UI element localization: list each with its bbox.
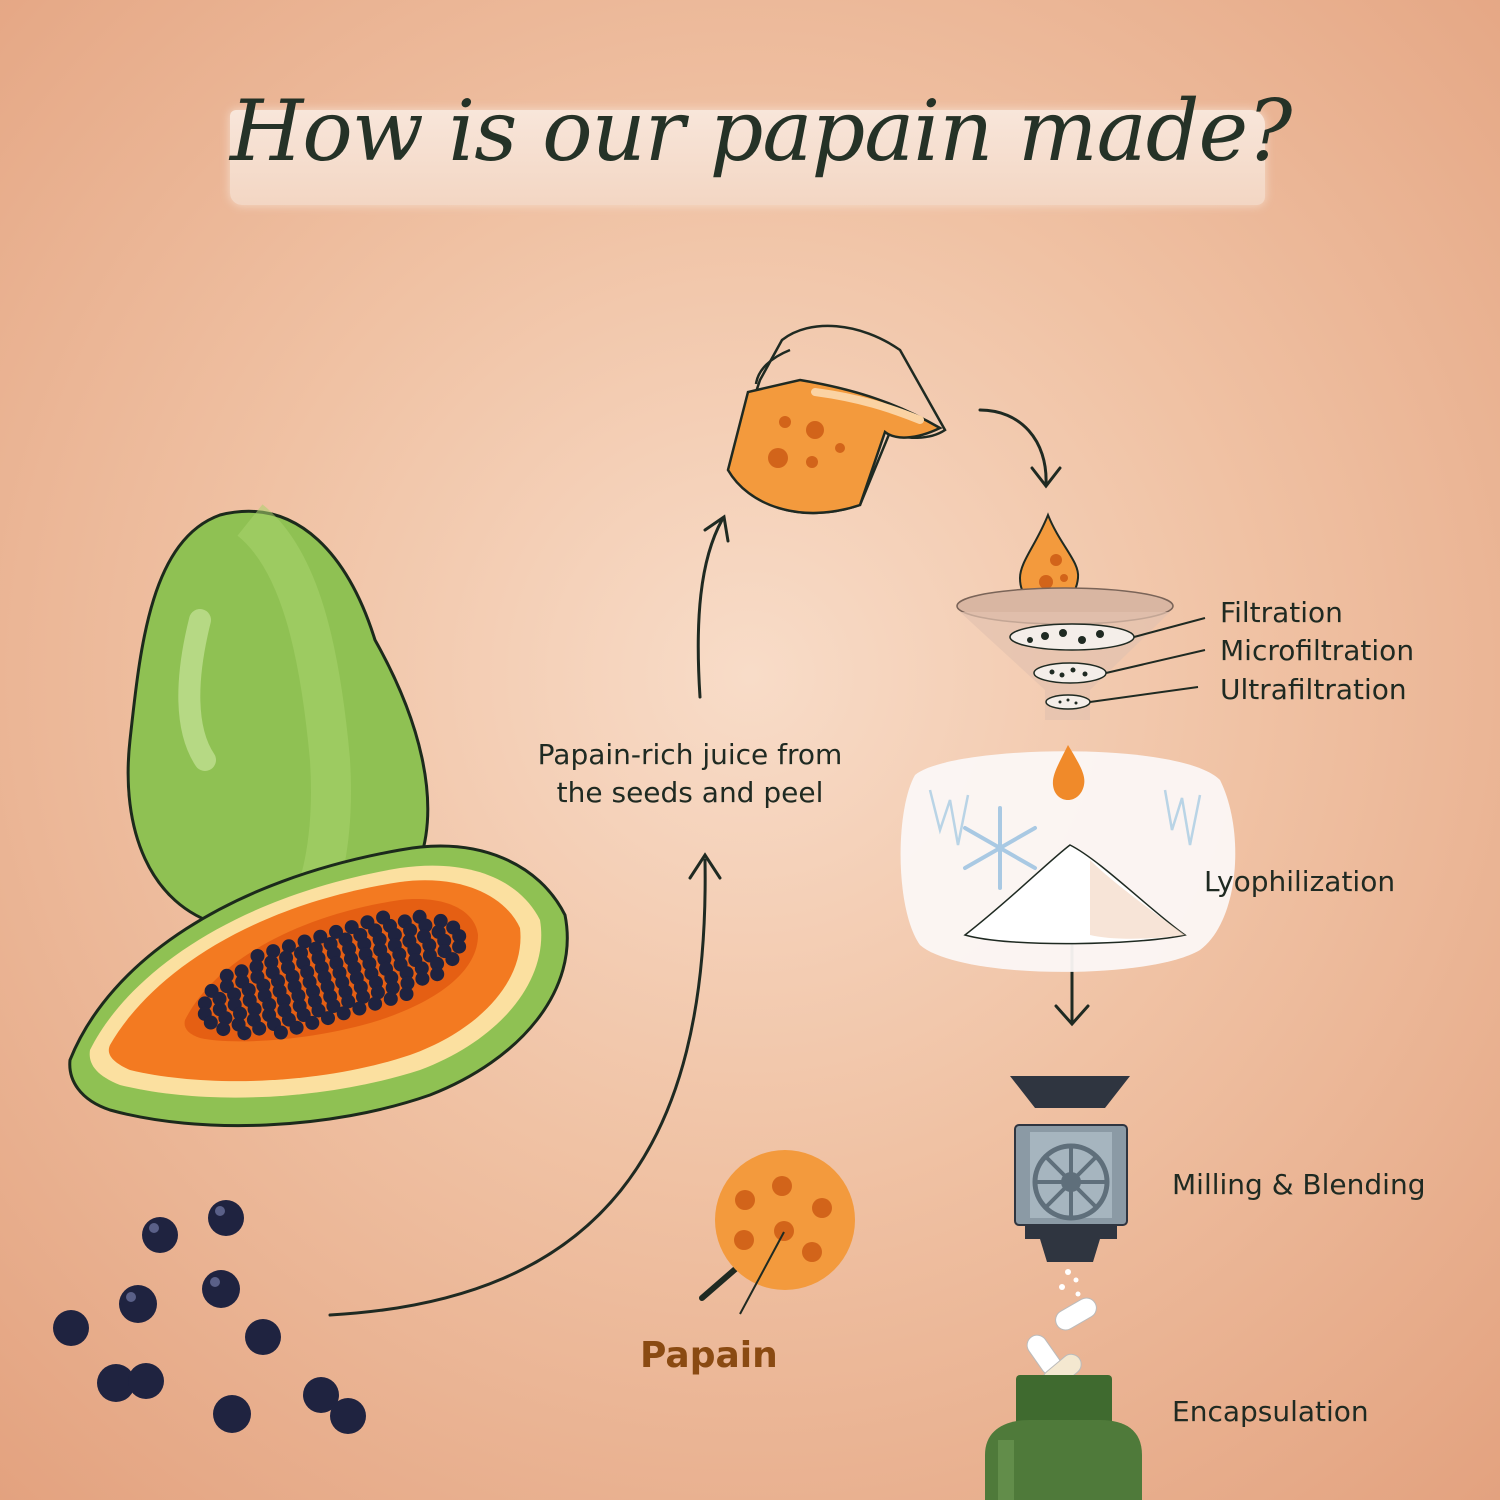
papaya-seed xyxy=(418,918,433,933)
curve-arrow-seeds-to-juice xyxy=(328,858,707,1317)
papaya-seed xyxy=(399,987,414,1001)
supplement-bottle-icon xyxy=(985,1375,1142,1500)
papaya-seed xyxy=(216,1022,231,1037)
arrowhead xyxy=(703,514,730,543)
arrowhead xyxy=(688,852,722,880)
papaya-seed xyxy=(233,1006,247,1021)
arrowhead xyxy=(1054,1004,1090,1027)
title-banner xyxy=(230,110,1265,205)
papaya-seed xyxy=(249,959,264,974)
papaya-seed xyxy=(305,1015,320,1030)
curve-arrow-jug-to-filter xyxy=(978,408,1048,487)
arrowhead xyxy=(1030,466,1062,489)
papaya-seed xyxy=(297,934,312,949)
papaya-seed xyxy=(203,1015,218,1030)
papaya-seed xyxy=(252,1021,267,1036)
label-encapsulation: Encapsulation xyxy=(1172,1395,1369,1428)
papaya-seed xyxy=(385,980,400,995)
papaya-seed xyxy=(437,933,452,948)
papaya-seed xyxy=(372,932,387,947)
papaya-seed xyxy=(415,971,430,986)
papaya-seed xyxy=(234,964,249,979)
papaya-seed xyxy=(430,967,445,982)
papaya-seed xyxy=(336,1006,351,1021)
papaya-seed xyxy=(289,1020,304,1035)
papaya-seeds-icon xyxy=(197,909,467,1041)
label-microfiltration: Microfiltration xyxy=(1220,634,1415,667)
papaya-seed xyxy=(356,989,370,1004)
papaya-seed xyxy=(368,996,383,1011)
papaya-seed xyxy=(400,976,415,991)
papaya-seed xyxy=(321,1011,335,1026)
papaya-seed xyxy=(414,961,429,976)
label-milling-blending: Milling & Blending xyxy=(1172,1168,1426,1201)
papaya-seed xyxy=(452,929,467,944)
juice-caption-line-2: the seeds and peel xyxy=(556,776,824,809)
papaya-seed xyxy=(218,1011,233,1026)
page-title: How is our papain made? xyxy=(230,82,1292,180)
papaya-seed xyxy=(430,956,445,971)
papain-label: Papain xyxy=(640,1335,778,1376)
label-ultrafiltration: Ultrafiltration xyxy=(1220,673,1407,706)
papain-magnifier-icon xyxy=(699,1150,855,1315)
loose-seeds-icon xyxy=(53,1200,366,1434)
label-filtration: Filtration xyxy=(1220,596,1343,629)
papaya-seed xyxy=(212,991,227,1006)
papaya-seed xyxy=(433,913,448,928)
papaya-seed xyxy=(237,1026,252,1041)
juice-jug-icon xyxy=(726,324,947,515)
papaya-seed xyxy=(370,985,385,1000)
arrow-up-to-jug xyxy=(696,518,724,699)
papaya-seed xyxy=(445,952,460,967)
papaya-seed xyxy=(266,944,281,959)
papaya-seed xyxy=(387,927,402,942)
mill-blender-icon xyxy=(1010,1076,1130,1297)
papaya-seed xyxy=(262,997,277,1012)
juice-caption: Papain-rich juice from the seeds and pee… xyxy=(500,736,880,812)
papaya-seed xyxy=(399,966,414,981)
papaya-seed xyxy=(422,938,437,953)
papaya-seed xyxy=(227,987,242,1002)
papaya-seed xyxy=(383,991,398,1006)
label-lyophilization: Lyophilization xyxy=(1204,865,1396,898)
papaya-seed xyxy=(219,968,234,983)
papaya-seed xyxy=(403,923,418,938)
papaya-seed xyxy=(452,939,467,954)
juice-caption-line-1: Papain-rich juice from xyxy=(537,738,843,771)
papaya-seed xyxy=(247,1002,262,1017)
papaya-seed xyxy=(281,939,296,954)
papaya-seed xyxy=(329,924,343,939)
papaya-seed xyxy=(197,996,212,1011)
papaya-half-icon xyxy=(68,844,569,1128)
papaya-seed xyxy=(326,999,341,1013)
papaya-seed xyxy=(311,1003,326,1018)
papaya-seed xyxy=(241,983,256,997)
freeze-dryer-icon xyxy=(900,745,1236,972)
papaya-seed xyxy=(276,993,291,1008)
papaya-seed xyxy=(407,942,422,957)
papaya-seed xyxy=(273,1025,288,1040)
papaya-seed xyxy=(352,1001,367,1016)
papaya-seed xyxy=(313,929,328,944)
papaya-seed xyxy=(341,994,356,1009)
filter-funnel-icon xyxy=(956,587,1206,720)
papaya-seed xyxy=(250,949,265,963)
